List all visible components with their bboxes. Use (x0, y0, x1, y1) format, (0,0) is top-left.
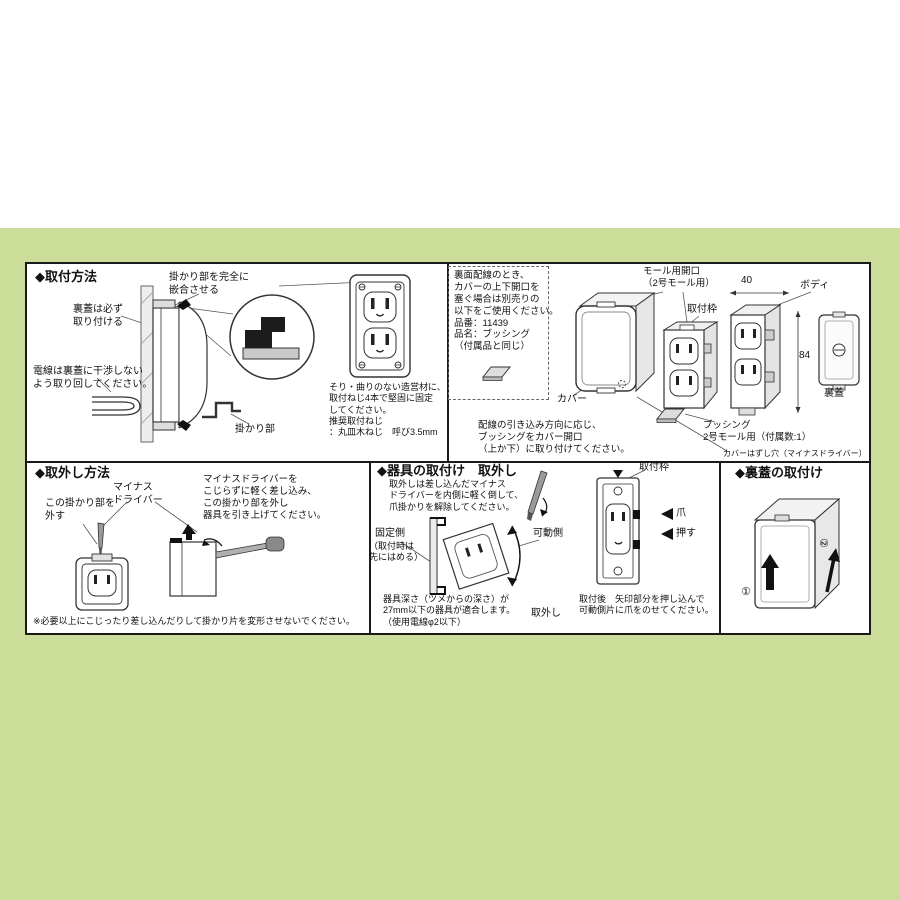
dim-width-value: 40 (741, 275, 753, 286)
label-mall-opening: モール用開口 （2号モール用） (643, 266, 715, 289)
bushing-option-box (448, 266, 549, 400)
mounting-note-engage: 掛かり部を完全に 嵌合させる (169, 272, 249, 296)
back-cover-step1: ① (741, 586, 751, 598)
device-label-claw: 爪 (676, 508, 686, 519)
mounting-note-backcover: 裏蓋は必ず 取り付ける (73, 304, 123, 328)
dim-height-value: 84 (799, 350, 811, 361)
device-note-removal: 取外しは差し込んだマイナス ドライバーを内側に軽く倒して、 爪掛かりを解除してく… (389, 479, 524, 512)
back-cover-step2: ② (816, 537, 829, 548)
mounting-note-wire: 電線は裏蓋に干渉しない よう取り回してください。 (33, 366, 153, 390)
device-label-frame: 取付枠 (639, 462, 669, 473)
wire-routing-diagram (92, 396, 141, 416)
device-note-depth: 器具深さ（ツメからの深さ）が 27mm以下の器具が適合します。 （使用電線φ2以… (383, 594, 516, 627)
removal-label-driver: マイナス ドライバー (113, 482, 163, 506)
divider-bottom-vertical-2 (719, 463, 721, 633)
label-back-cover: 裏蓋 (824, 388, 844, 399)
mounting-heading: ◆取付方法 (35, 269, 97, 284)
device-label-fixed: 固定側 (375, 528, 405, 539)
label-mounting-frame: 取付枠 (687, 304, 717, 315)
mounting-note-screws: そり・曲りのない造営材に、 取付ねじ4本で堅固に固定 してください。 推奨取付ね… (329, 382, 446, 437)
mounting-label-hook: 掛かり部 (235, 424, 275, 435)
note-wiring-direction: 配線の引き込み方向に応じ、 ブッシングをカバー開口 （上か下）に取り付けてくださ… (478, 420, 630, 455)
label-cover-hole: カバーはずし穴（マイナスドライバー） (723, 449, 867, 458)
height-dimension (795, 311, 801, 413)
device-heading: ◆器具の取付け 取外し (377, 463, 517, 478)
body-diagram (729, 304, 782, 416)
device-label-remove: 取外し (531, 608, 561, 619)
bushing-icon (481, 366, 512, 381)
rear-wiring-intro: 裏面配線のとき、 カバーの上下開口を 塞ぐ場合は別売りの 以下をご使用ください。… (454, 270, 559, 353)
frame-front-view-diagram (596, 470, 640, 585)
divider-horizontal (27, 461, 869, 463)
rear-back-cover-diagram (818, 311, 860, 391)
removal-label-hook: この掛かり部を 外す (45, 498, 115, 522)
hook-part-diagram (202, 401, 241, 419)
removal-caution: ※必要以上にこじったり差し込んだりして掛かり片を変形させないでください。 (33, 616, 355, 626)
label-body: ボディ (800, 280, 830, 291)
divider-bottom-vertical-1 (369, 463, 371, 633)
back-cover-heading: ◆裏蓋の取付け (735, 465, 823, 480)
cover-diagram (575, 292, 656, 394)
removal-note: マイナスドライバーを こじらずに軽く差し込み、 この掛かり部を外し 器具を引き上… (203, 474, 327, 521)
bushing-attached-icon (655, 408, 686, 423)
device-label-fixed-sub: （取付時は 先にはめる） (369, 541, 424, 563)
device-label-push: 押す (676, 528, 696, 539)
outlet-front-view-diagram (349, 274, 411, 378)
removal-heading: ◆取外し方法 (35, 465, 110, 480)
removal-front-view-diagram (75, 522, 129, 611)
device-insertion-diagram (429, 517, 521, 595)
width-dimension (730, 290, 789, 296)
label-cover: カバー (557, 394, 587, 405)
removal-side-view-diagram (169, 524, 285, 597)
device-label-movable: 可動側 (533, 528, 563, 539)
back-cover-3d-diagram (753, 497, 841, 610)
device-note-after: 取付後 矢印部分を押し込んで 可動側片に爪をのせてください。 (579, 594, 714, 616)
instruction-panel: ◆取付方法 掛かり部を完全に 嵌合させる 裏蓋は必ず 取り付ける 電線は裏蓋に干… (25, 262, 871, 635)
label-bushing: ブッシング 2号モール用（付属数:1） (703, 420, 812, 443)
mounting-frame-diagram (662, 321, 719, 410)
screwdriver-icon (527, 470, 548, 521)
hook-detail-magnifier (229, 294, 315, 380)
